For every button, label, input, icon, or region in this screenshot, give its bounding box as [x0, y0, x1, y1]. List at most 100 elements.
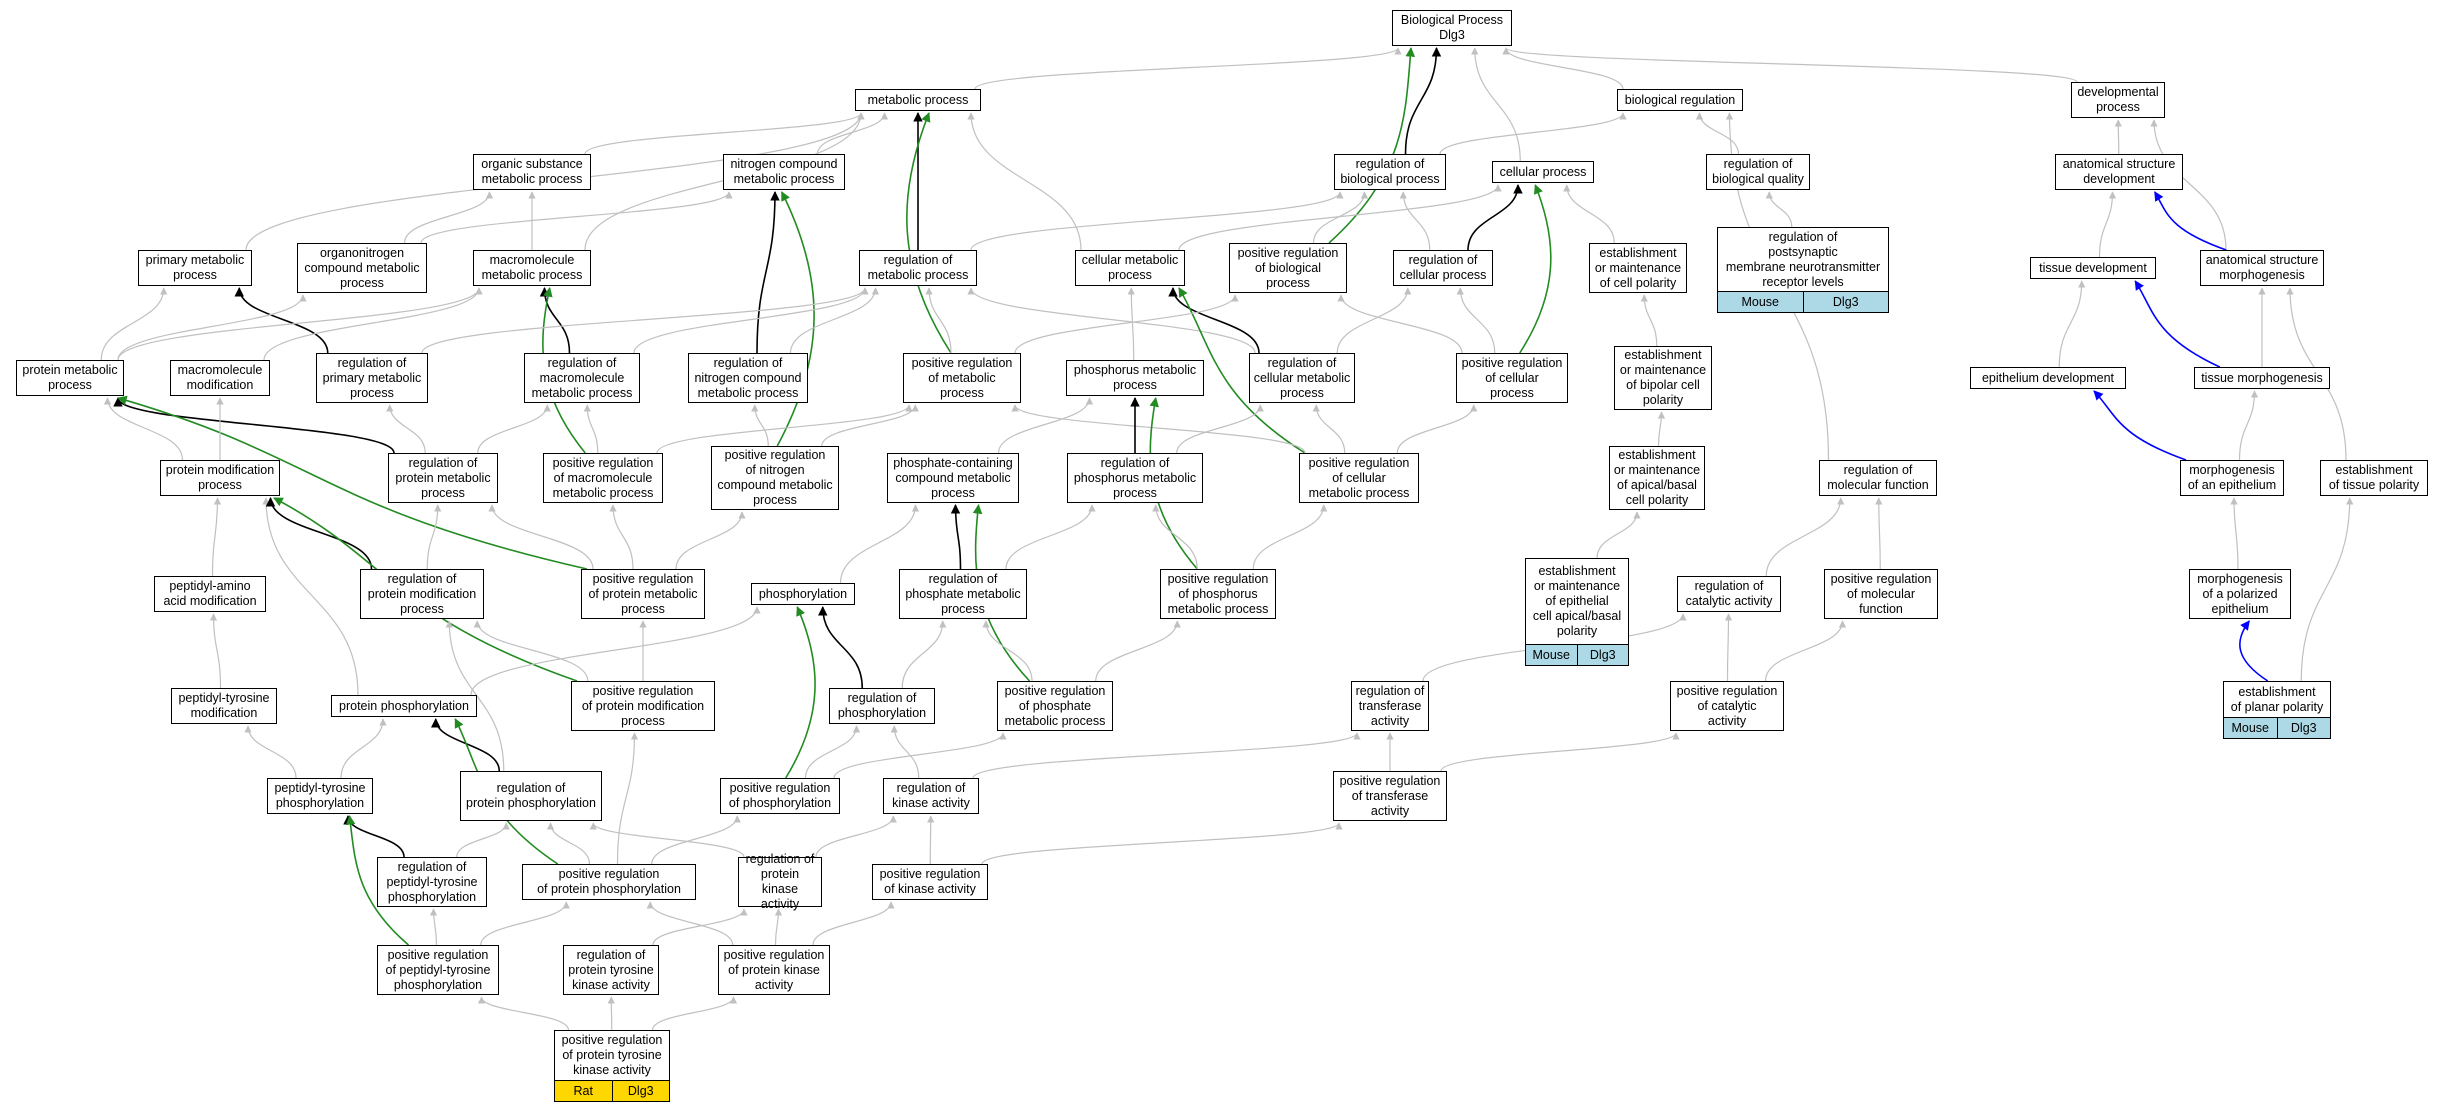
- node-posregphosphoryl[interactable]: positive regulation of phosphorylation: [720, 778, 840, 814]
- node-estapical[interactable]: establishment or maintenance of apical/b…: [1609, 446, 1705, 510]
- node-label: regulation of catalytic activity: [1685, 579, 1773, 608]
- node-morphpol[interactable]: morphogenesis of a polarized epithelium: [2189, 569, 2291, 619]
- edge-posregprottyr-to-regprottyr: [607, 996, 615, 1031]
- node-regcellmeta[interactable]: regulation of cellular metabolic process: [1249, 353, 1355, 403]
- node-label: Biological Process Dlg3: [1400, 13, 1504, 42]
- node-label: positive regulation of peptidyl-tyrosine…: [385, 947, 491, 992]
- node-epidev[interactable]: epithelium development: [1970, 367, 2126, 389]
- node-macro[interactable]: macromolecule metabolic process: [473, 250, 591, 286]
- node-posregprotkinase[interactable]: positive regulation of protein kinase ac…: [718, 945, 830, 995]
- node-bp[interactable]: Biological Process Dlg3: [1392, 10, 1512, 46]
- node-regmacro[interactable]: regulation of macromolecule metabolic pr…: [524, 353, 640, 403]
- edge-regmacro-to-regmeta: [633, 287, 869, 354]
- node-orgsub[interactable]: organic substance metabolic process: [473, 154, 591, 190]
- node-regqual[interactable]: regulation of biological quality: [1706, 154, 1810, 190]
- node-metabolic[interactable]: metabolic process: [855, 89, 981, 111]
- node-posregtrans[interactable]: positive regulation of transferase activ…: [1333, 771, 1447, 821]
- node-label: peptidyl-tyrosine modification: [178, 691, 270, 720]
- node-posregprotmod[interactable]: positive regulation of protein modificat…: [571, 681, 715, 731]
- node-regprottyr[interactable]: regulation of protein tyrosine kinase ac…: [563, 945, 659, 995]
- node-regprotmod[interactable]: regulation of protein modification proce…: [360, 569, 484, 619]
- node-label: establishment of planar polarity: [2230, 684, 2324, 714]
- node-label: establishment or maintenance of epitheli…: [1532, 564, 1622, 638]
- node-peptamino[interactable]: peptidyl-amino acid modification: [154, 576, 266, 612]
- node-morphepi[interactable]: morphogenesis of an epithelium: [2180, 460, 2284, 496]
- node-esttisspol[interactable]: establishment of tissue polarity: [2320, 460, 2428, 496]
- node-macromod[interactable]: macromolecule modification: [170, 360, 270, 396]
- node-posregmacro[interactable]: positive regulation of macromolecule met…: [543, 453, 663, 503]
- edge-protmeta-to-primary: [100, 287, 168, 361]
- node-anatdev[interactable]: anatomical structure development: [2055, 154, 2183, 190]
- node-estbipolar[interactable]: establishment or maintenance of bipolar …: [1614, 346, 1712, 410]
- node-regnitro[interactable]: regulation of nitrogen compound metaboli…: [688, 353, 808, 403]
- edge-posregphosphate-to-regphosphate: [982, 620, 1033, 682]
- node-posregmolfn[interactable]: positive regulation of molecular functio…: [1824, 569, 1938, 619]
- node-regmeta[interactable]: regulation of metabolic process: [859, 250, 977, 286]
- node-regprotphos[interactable]: regulation of protein phosphorylation: [460, 771, 602, 821]
- edge-regcell-to-cellproc: [1467, 184, 1523, 251]
- edge-regprotkinase-to-regkinase: [815, 815, 897, 858]
- node-regpepttyr[interactable]: regulation of peptidyl-tyrosine phosphor…: [377, 857, 487, 907]
- node-phoscont[interactable]: phosphate-containing compound metabolic …: [887, 453, 1019, 503]
- node-posregbio[interactable]: positive regulation of biological proces…: [1229, 243, 1347, 293]
- node-cellproc[interactable]: cellular process: [1492, 161, 1594, 183]
- node-posregmeta[interactable]: positive regulation of metabolic process: [903, 353, 1021, 403]
- edge-regprotmeta-to-regprim: [386, 404, 426, 454]
- node-regcell[interactable]: regulation of cellular process: [1393, 250, 1493, 286]
- node-regmolfn[interactable]: regulation of molecular function: [1819, 460, 1937, 496]
- node-regprotkinase[interactable]: regulation of protein kinase activity: [738, 852, 822, 911]
- node-estepithelial[interactable]: establishment or maintenance of epitheli…: [1525, 558, 1629, 666]
- node-pepttyrmod[interactable]: peptidyl-tyrosine modification: [171, 688, 277, 724]
- node-label: establishment or maintenance of bipolar …: [1619, 348, 1707, 407]
- node-tissdev[interactable]: tissue development: [2030, 257, 2156, 279]
- node-estpol[interactable]: establishment or maintenance of cell pol…: [1589, 243, 1687, 293]
- node-devproc[interactable]: developmental process: [2071, 82, 2165, 118]
- node-phosmeta[interactable]: phosphorus metabolic process: [1066, 360, 1204, 396]
- node-regphosphate[interactable]: regulation of phosphate metabolic proces…: [899, 569, 1027, 619]
- node-bioreg[interactable]: biological regulation: [1617, 89, 1743, 111]
- node-regphosph[interactable]: regulation of phosphorus metabolic proce…: [1067, 453, 1203, 503]
- node-protphos[interactable]: protein phosphorylation: [331, 695, 477, 717]
- node-posregpepttyr[interactable]: positive regulation of peptidyl-tyrosine…: [377, 945, 499, 995]
- node-posregphosph[interactable]: positive regulation of phosphorus metabo…: [1160, 569, 1276, 619]
- node-regtrans[interactable]: regulation of transferase activity: [1351, 681, 1429, 731]
- node-posregcat[interactable]: positive regulation of catalytic activit…: [1670, 681, 1784, 731]
- node-cellmeta[interactable]: cellular metabolic process: [1075, 250, 1185, 286]
- node-phosphorylation[interactable]: phosphorylation: [751, 583, 855, 605]
- edge-anatmorph-to-devproc: [2150, 119, 2227, 251]
- node-posregprottyr[interactable]: positive regulation of protein tyrosine …: [554, 1030, 670, 1102]
- node-posregkinase[interactable]: positive regulation of kinase activity: [872, 864, 988, 900]
- node-posregcell[interactable]: positive regulation of cellular process: [1456, 353, 1568, 403]
- node-anatmorph[interactable]: anatomical structure morphogenesis: [2200, 250, 2324, 286]
- node-label: primary metabolic process: [145, 253, 245, 282]
- node-regkinase[interactable]: regulation of kinase activity: [883, 778, 979, 814]
- node-posregcellmeta[interactable]: positive regulation of cellular metaboli…: [1299, 453, 1419, 503]
- node-nitro[interactable]: nitrogen compound metabolic process: [723, 154, 845, 190]
- node-posregprotphos[interactable]: positive regulation of protein phosphory…: [522, 864, 696, 900]
- edge-posregmeta-to-posregbio: [1014, 294, 1239, 354]
- node-regprotmeta[interactable]: regulation of protein metabolic process: [388, 453, 498, 503]
- edge-posregprotmeta-to-posregmacro: [609, 504, 634, 570]
- node-regprim[interactable]: regulation of primary metabolic process: [316, 353, 428, 403]
- node-organonitro[interactable]: organonitrogen compound metabolic proces…: [297, 243, 427, 293]
- node-posregprotmeta[interactable]: positive regulation of protein metabolic…: [581, 569, 705, 619]
- node-regpost[interactable]: regulation of postsynaptic membrane neur…: [1717, 227, 1889, 313]
- edge-posregphosph-to-regphosph: [1152, 504, 1198, 570]
- node-pepttyrphos[interactable]: peptidyl-tyrosine phosphorylation: [267, 778, 373, 814]
- edge-posregcell-to-cellproc: [1519, 184, 1552, 354]
- node-protmeta[interactable]: protein metabolic process: [16, 360, 124, 396]
- node-regcat[interactable]: regulation of catalytic activity: [1677, 576, 1781, 612]
- node-posregphosphate[interactable]: positive regulation of phosphate metabol…: [997, 681, 1113, 731]
- node-posregnitro[interactable]: positive regulation of nitrogen compound…: [711, 446, 839, 510]
- node-label: positive regulation of protein metabolic…: [588, 571, 698, 616]
- node-primary[interactable]: primary metabolic process: [138, 250, 252, 286]
- edge-cellmeta-to-metabolic: [967, 112, 1082, 251]
- node-protmod[interactable]: protein modification process: [160, 460, 280, 496]
- edge-posregmeta-to-regmeta: [925, 287, 952, 354]
- node-regphosphoryl[interactable]: regulation of phosphorylation: [829, 688, 935, 724]
- node-regbio[interactable]: regulation of biological process: [1334, 154, 1446, 190]
- node-tissmorph[interactable]: tissue morphogenesis: [2194, 367, 2330, 389]
